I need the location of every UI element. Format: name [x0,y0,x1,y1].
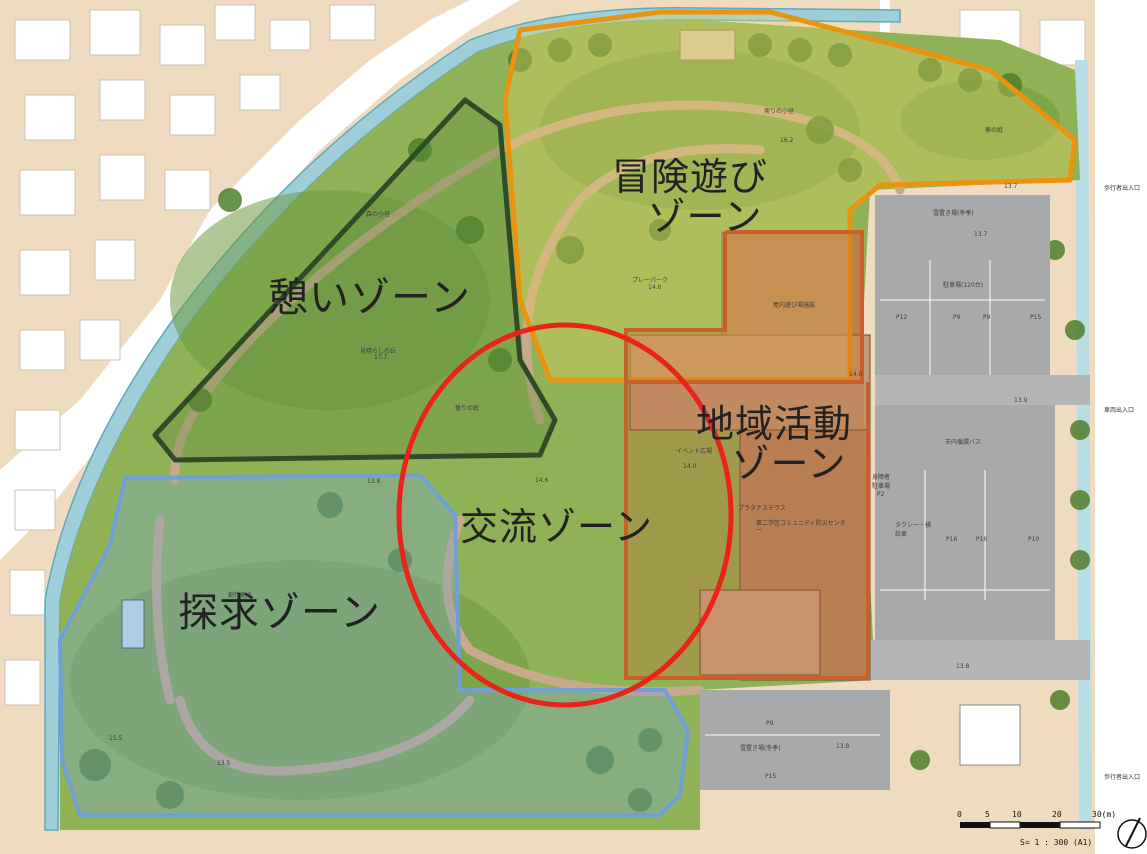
scale-bar [960,821,1101,829]
zone-community-label: 地域活動 ゾーン [696,402,853,486]
elevation-label: 14.0 [849,371,863,378]
north-arrow-icon [1117,817,1147,849]
label-forest-path-top: 実りの小径 [764,108,795,115]
zone-community-fill [626,232,868,678]
label-parking-winter-bottom: 雪置き場(冬季) [740,745,781,752]
label-platanus-terrace: プラタナステラス [738,505,786,512]
parking-area [700,195,1090,790]
elevation-label: 13.5 [217,760,231,767]
label-event-plaza: イベント広場 [676,448,713,455]
zone-exchange-outline [396,322,734,708]
stall-label: P16 [976,536,988,543]
label-entrance-vehicle: 車両出入口 [1104,407,1135,414]
elevation-label: 17.7 [374,354,388,361]
label-creation-base: 創作拠点 [228,592,253,599]
scale-tick-5: 5 [985,810,990,819]
label-parking-main: 駐車場(120台) [943,282,984,289]
label-taxi: タクシー・検診車 [895,522,932,538]
stall-label: P15 [1030,314,1042,321]
elevation-label: 15.5 [109,735,123,742]
scale-tick-0: 0 [957,810,962,819]
stall-label: P10 [1028,536,1040,543]
elevation-label: 14.6 [535,477,549,484]
label-city-bus: 市内循環バス [945,439,982,446]
label-indoor-play: 屋内遊び場施設 [773,302,816,309]
label-entrance-pedestrian-bottom: 歩行者出入口 [1104,774,1141,781]
stall-label: P16 [946,536,958,543]
label-parking-winter-top: 雪置き場(冬季) [933,210,974,217]
residential-buildings [4,4,1086,706]
zone-play-label-line1: 冒険遊び [612,155,769,199]
label-play-park: プレーパーク [632,277,668,284]
zone-play-label: 冒険遊び ゾーン [612,155,769,239]
zone-play-label-line2: ゾーン [647,194,763,239]
stall-label: P12 [896,314,908,321]
stall-label: P2 [877,491,885,498]
zone-explore-label: 探求ゾーン [178,590,381,636]
elevation-label: 13.8 [836,743,850,750]
stall-label: P15 [765,773,777,780]
stall-label: P9 [766,720,774,727]
zone-community-label-line1: 地域活動 [696,402,853,446]
scale-tick-30: 30(m) [1092,810,1117,819]
label-community-center: 第二学区コミュニティ防災センター [756,520,846,535]
elevation-label: 14.0 [683,463,697,470]
scale-tick-20: 20 [1052,810,1062,819]
label-accessible-parking: 身障者駐車場 [872,474,891,490]
trees [79,33,1090,812]
elevation-label: 14.0 [648,284,662,291]
zone-community-outline [624,230,870,680]
zone-exchange-label: 交流ゾーン [460,505,654,549]
elevation-label: 13.7 [974,231,988,238]
label-forest-path-left: 森の小径 [366,211,391,218]
zone-rest-label: 憩いゾーン [268,275,471,321]
scale-ratio: S= 1 : 300 (A1) [1020,838,1093,847]
elevation-label: 13.9 [1014,397,1028,404]
scale-tick-10: 10 [1012,810,1022,819]
elevation-label: 13.7 [1004,183,1018,190]
label-lookout-hill: 見晴らしの丘 [360,348,397,355]
label-entrance-pedestrian-top: 歩行者出入口 [1104,185,1141,192]
stall-label: P9 [983,314,991,321]
zone-explore-outline [58,473,690,817]
label-flower-hill: 華の庭 [985,127,1004,134]
label-fragrance-garden: 香りの庭 [455,405,480,412]
stall-label: P9 [953,314,961,321]
zone-play-outline [502,9,1078,383]
elevation-label: 13.8 [956,663,970,670]
zone-community-label-line2: ゾーン [731,441,847,486]
river-right [1075,60,1092,830]
elevation-label: 13.8 [367,478,381,485]
elevation-label: 16.2 [780,137,794,144]
